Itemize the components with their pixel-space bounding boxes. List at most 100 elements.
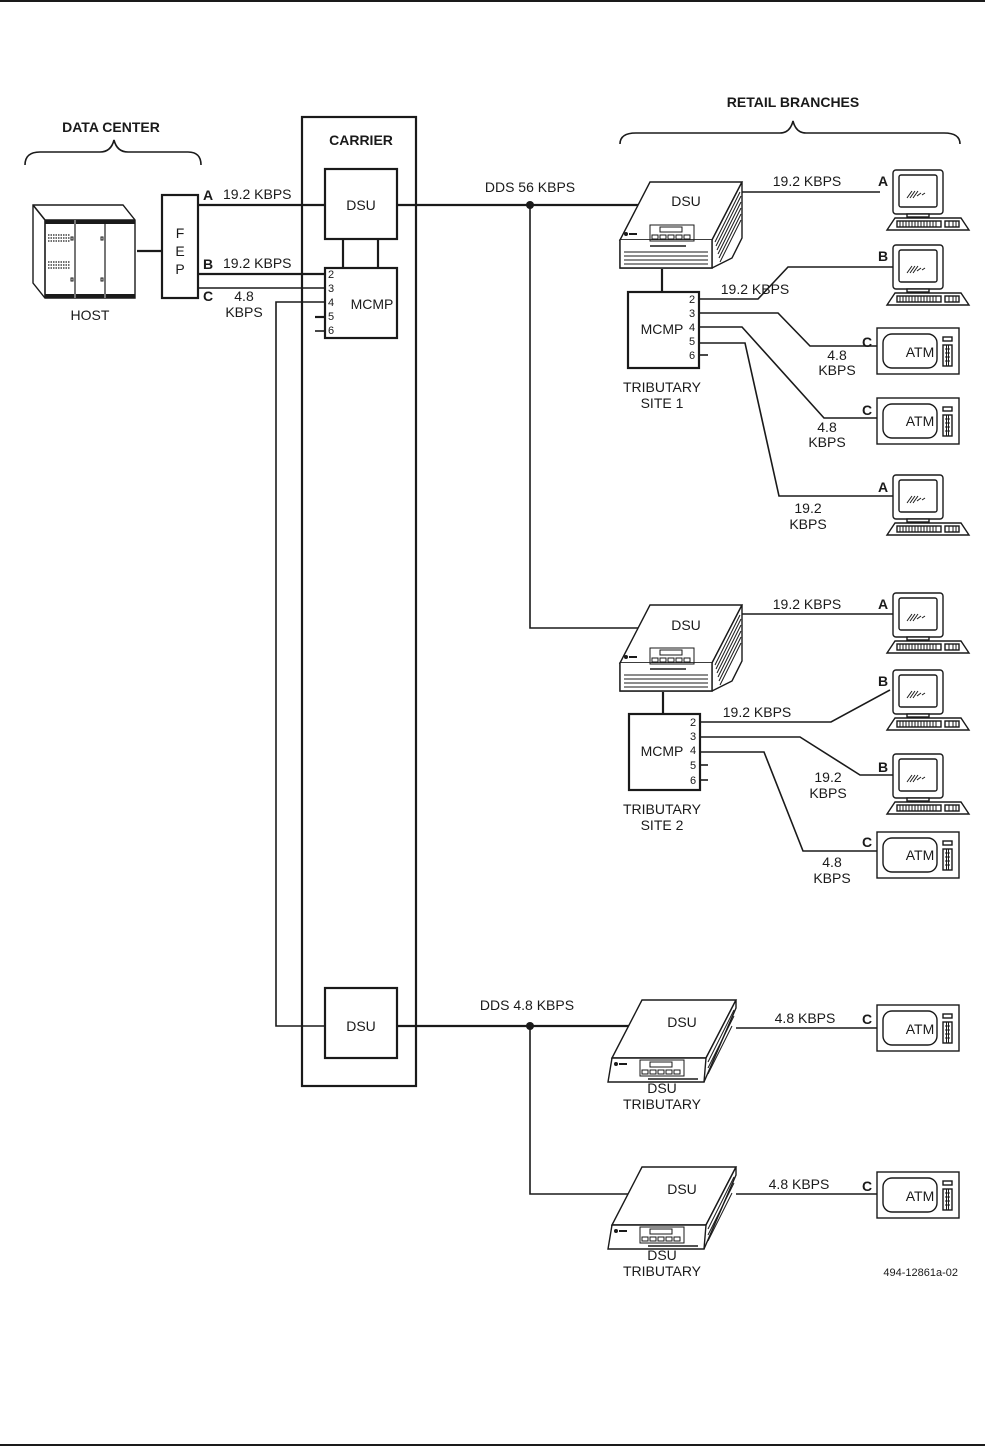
link-dds-48-to-tributary-2 (529, 1026, 640, 1195)
fep-port-a-letter: A (203, 187, 213, 203)
carrier-mcmp-port-4: 4 (328, 297, 334, 309)
dsu-tributary-1-dsu-label: DSU (667, 1014, 697, 1030)
dsu-tributary-2-letter: C (862, 1178, 872, 1194)
site1-atm-c1-label: ATM (906, 344, 935, 360)
group-label-data-center: DATA CENTER (62, 119, 160, 135)
page-bottom-rule (0, 1444, 985, 1446)
site1-link-c1-speed-line1: 4.8 (827, 347, 847, 363)
site2-link-c-speed-line2: KBPS (813, 870, 850, 886)
fep-port-c-speed-line2: KBPS (225, 304, 262, 320)
site2-endpoint-b2-letter: B (878, 759, 888, 775)
site1-mcmp-label: MCMP (641, 321, 684, 337)
site1-terminal-a2-icon (886, 474, 970, 536)
host-label: HOST (71, 307, 110, 323)
fep-port-c-letter: C (203, 288, 213, 304)
site1-port-2: 2 (689, 294, 695, 306)
page-top-rule (0, 0, 985, 2)
carrier-label: CARRIER (329, 132, 393, 148)
site2-link-b2-speed-line1: 19.2 (814, 769, 841, 785)
site1-link-c2 (699, 326, 877, 419)
site2-port-3: 3 (690, 731, 696, 743)
site2-port-6: 6 (690, 775, 696, 787)
site1-label-line1: TRIBUTARY (623, 379, 702, 395)
dsu-tributary-1-icon (607, 999, 737, 1083)
site2-terminal-b1-icon (886, 669, 970, 731)
carrier-dsu-top (323, 167, 399, 241)
dsu-tributary-2-atm-label: ATM (906, 1188, 935, 1204)
site2-link-c-speed-line1: 4.8 (822, 854, 842, 870)
site2-atm-c-label: ATM (906, 847, 935, 863)
fep-letter-f: F (176, 225, 185, 241)
site2-link-b2 (700, 736, 893, 776)
carrier-box (300, 115, 418, 1088)
dsu-tributary-2-speed: 4.8 KBPS (769, 1176, 830, 1192)
carrier-dsu-bottom (323, 986, 399, 1060)
site2-label-line2: SITE 2 (641, 817, 684, 833)
link-dds-56-label: DDS 56 KBPS (485, 179, 575, 195)
site2-link-c (700, 751, 877, 852)
site1-link-b-speed: 19.2 KBPS (721, 281, 790, 297)
fep-box (160, 193, 200, 300)
host-mainframe-icon (32, 204, 136, 299)
fep-port-c-speed-line1: 4.8 (234, 288, 254, 304)
brace-retail-branches (619, 120, 961, 145)
carrier-mcmp-label: MCMP (351, 296, 394, 312)
site1-port-3: 3 (689, 308, 695, 320)
site1-port-4: 4 (689, 322, 695, 334)
carrier-dsu-top-label: DSU (346, 197, 376, 213)
dsu-tributary-2-label-line2: TRIBUTARY (623, 1263, 702, 1279)
carrier-dsu-bottom-label: DSU (346, 1018, 376, 1034)
dsu-tributary-1-label-line1: DSU (647, 1080, 677, 1096)
fep-port-b-speed: 19.2 KBPS (223, 255, 292, 271)
figure-id: 494-12861a-02 (883, 1267, 958, 1279)
dsu-tributary-1-atm-label: ATM (906, 1021, 935, 1037)
site1-link-a2-speed-line2: KBPS (789, 516, 826, 532)
site1-terminal-b-icon (886, 244, 970, 306)
fep-port-a-speed: 19.2 KBPS (223, 186, 292, 202)
dsu-tributary-1-speed: 4.8 KBPS (775, 1010, 836, 1026)
site2-link-b2-speed-line2: KBPS (809, 785, 846, 801)
site2-port-2: 2 (690, 717, 696, 729)
group-label-retail-branches: RETAIL BRANCHES (727, 94, 860, 110)
site2-link-a-speed: 19.2 KBPS (773, 596, 842, 612)
dsu-tributary-1-label-line2: TRIBUTARY (623, 1096, 702, 1112)
dsu-tributary-1-letter: C (862, 1011, 872, 1027)
site1-port-6: 6 (689, 350, 695, 362)
site1-link-c2-speed-line2: KBPS (808, 434, 845, 450)
site1-link-b (699, 266, 893, 300)
site1-link-c2-speed-line1: 4.8 (817, 419, 837, 435)
site2-port-5: 5 (690, 760, 696, 772)
site1-endpoint-c2-letter: C (862, 402, 872, 418)
dsu-tributary-2-label-line1: DSU (647, 1247, 677, 1263)
fep-letter-p: P (175, 261, 184, 277)
carrier-mcmp-port-6: 6 (328, 325, 334, 337)
site2-mcmp-label: MCMP (641, 743, 684, 759)
brace-data-center (24, 139, 202, 166)
site1-label-line2: SITE 1 (641, 395, 684, 411)
carrier-mcmp-port-5: 5 (328, 311, 334, 323)
site2-terminal-a-icon (886, 592, 970, 654)
site1-link-a-speed: 19.2 KBPS (773, 173, 842, 189)
site1-terminal-a-icon (886, 169, 970, 231)
site2-mcmp (627, 712, 702, 792)
site2-port-4: 4 (690, 745, 696, 757)
fep-letter-e: E (175, 243, 184, 259)
site1-endpoint-a2-letter: A (878, 479, 888, 495)
fep-port-b-letter: B (203, 256, 213, 272)
carrier-mcmp (323, 266, 399, 340)
site1-link-c1 (699, 312, 877, 347)
site1-mcmp (626, 290, 701, 370)
link-dds-48-label: DDS 4.8 KBPS (480, 997, 574, 1013)
site2-endpoint-c-letter: C (862, 834, 872, 850)
site2-endpoint-b1-letter: B (878, 673, 888, 689)
carrier-mcmp-port-2: 2 (328, 269, 334, 281)
site1-dsu-label: DSU (671, 193, 701, 209)
site1-atm-c2-label: ATM (906, 413, 935, 429)
site1-link-a2-speed-line1: 19.2 (794, 500, 821, 516)
site1-link-a2 (699, 342, 893, 497)
site2-label-line1: TRIBUTARY (623, 801, 702, 817)
site1-endpoint-a-letter: A (878, 173, 888, 189)
dsu-tributary-2-icon (607, 1166, 737, 1250)
site1-endpoint-c1-letter: C (862, 334, 872, 350)
